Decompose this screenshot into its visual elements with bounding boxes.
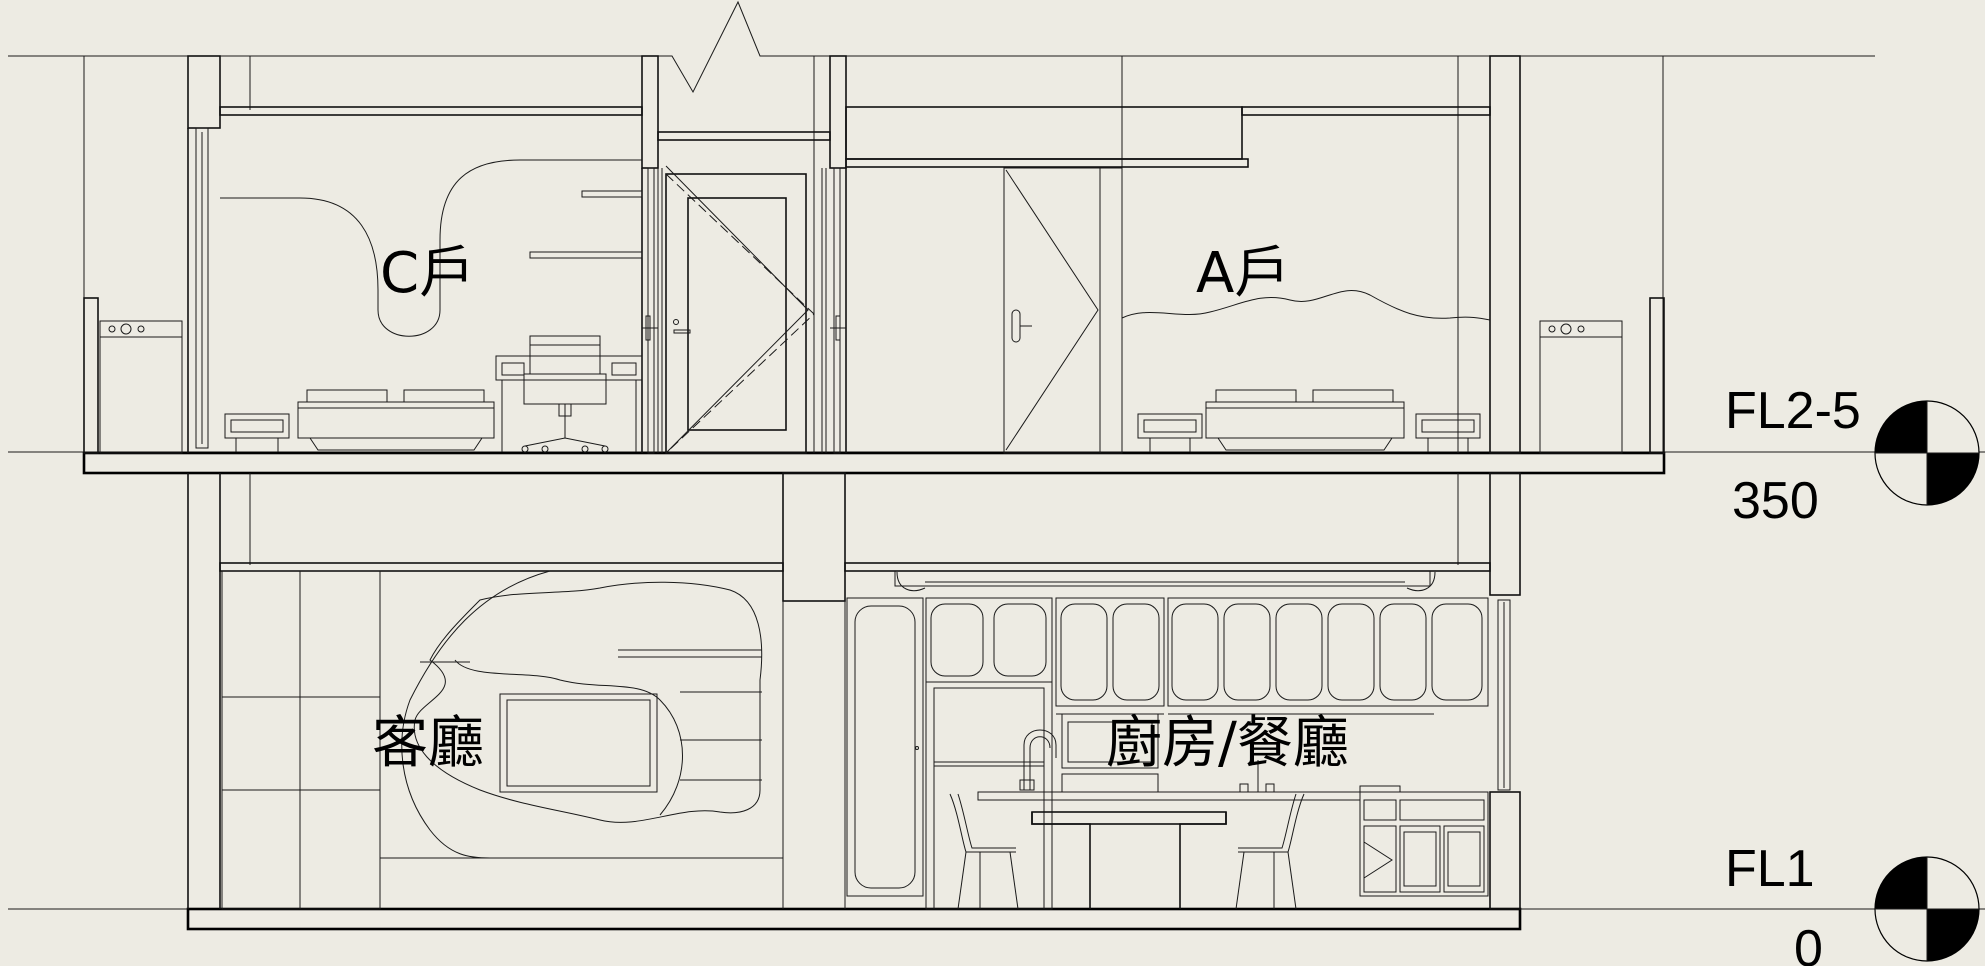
room-c-label: C戶 [380,241,475,306]
dining-chairs [949,793,1305,910]
room-a-label: A戶 [1196,241,1290,306]
level-name-upper: FL2-5 [1725,382,1861,440]
kitchen-dining [846,571,1511,910]
level-marker-ground: FL1 0 [1725,840,1980,966]
kitchen-dining-label: 廚房/餐廳 [1106,711,1349,776]
upper-cabinets [925,597,1489,715]
structure [82,55,1666,931]
corridor [642,165,846,454]
upper-right-unit [1003,167,1491,454]
level-marker-upper: FL2-5 350 [1725,382,1980,530]
upper-left-unit [195,127,643,453]
level-name-ground: FL1 [1725,840,1815,898]
living-room [221,570,783,910]
level-datum-icon [1874,856,1980,962]
reference-lines [8,0,1985,910]
level-elevation-upper: 350 [1732,472,1819,530]
living-room-label: 客廳 [372,711,484,776]
level-elevation-ground: 0 [1794,920,1823,966]
balcony-units [99,320,1623,454]
level-datum-icon [1874,400,1980,506]
